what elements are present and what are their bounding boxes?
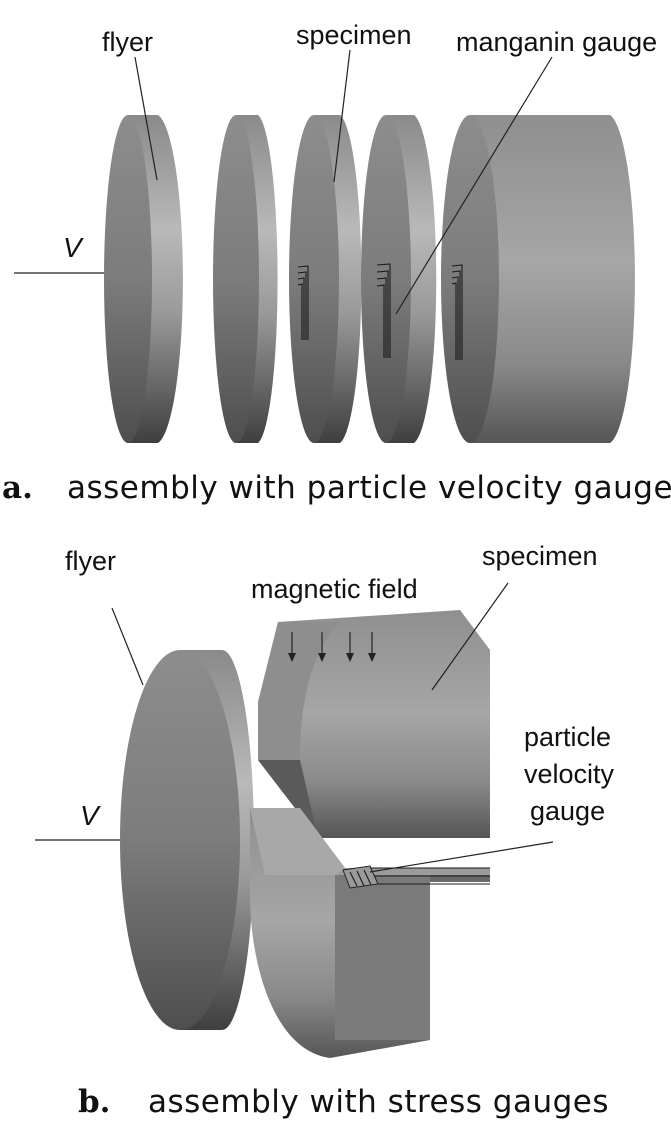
caption-letter-a: a.: [2, 470, 33, 506]
panel-a: flyer specimen manganin gauge V a. assem…: [2, 20, 671, 506]
gauge-marks-disc-3: [297, 265, 309, 340]
specimen-leader-a: [333, 49, 351, 183]
gauge-leader-b: [369, 841, 554, 873]
label-manganin-gauge-a: manganin gauge: [456, 27, 657, 57]
particle-velocity-gauge: [342, 865, 490, 889]
manganin-leader-a: [395, 56, 553, 315]
disc-2-a: [213, 115, 278, 443]
label-gauge-b: gauge: [530, 796, 605, 826]
caption-letter-b: b.: [78, 1084, 110, 1120]
caption-text-a: assembly with particle velocity gauge: [67, 470, 671, 506]
specimen-disc-a: [289, 115, 362, 443]
gauge-marks-disc-4: [376, 263, 391, 358]
label-particle-b: particle: [524, 722, 611, 752]
specimen-leader-b: [431, 582, 509, 691]
flyer-disc-a: [104, 115, 183, 443]
caption-text-b: assembly with stress gauges: [148, 1084, 609, 1120]
gauge-disc-a: [361, 115, 437, 443]
label-velocity-a: V: [63, 232, 84, 263]
flyer-disc-b: [120, 650, 254, 1030]
label-flyer-a: flyer: [102, 27, 153, 57]
label-velocity-b: V: [80, 800, 101, 831]
label-specimen-a: specimen: [296, 20, 412, 50]
backing-cylinder-a: [441, 115, 635, 443]
label-specimen-b: specimen: [482, 541, 598, 571]
specimen-lower-block: [250, 808, 490, 1058]
label-magnetic-field-b: magnetic field: [251, 574, 418, 604]
label-flyer-b: flyer: [65, 546, 116, 576]
label-velocity-word-b: velocity: [524, 759, 615, 789]
flyer-leader-a: [134, 56, 158, 181]
gauge-marks-cylinder: [451, 264, 463, 360]
specimen-upper-block: [258, 610, 490, 838]
flyer-leader-b: [111, 607, 144, 686]
panel-b: flyer specimen magnetic field particle v…: [35, 541, 615, 1120]
magnetic-field-arrows: [288, 632, 376, 662]
